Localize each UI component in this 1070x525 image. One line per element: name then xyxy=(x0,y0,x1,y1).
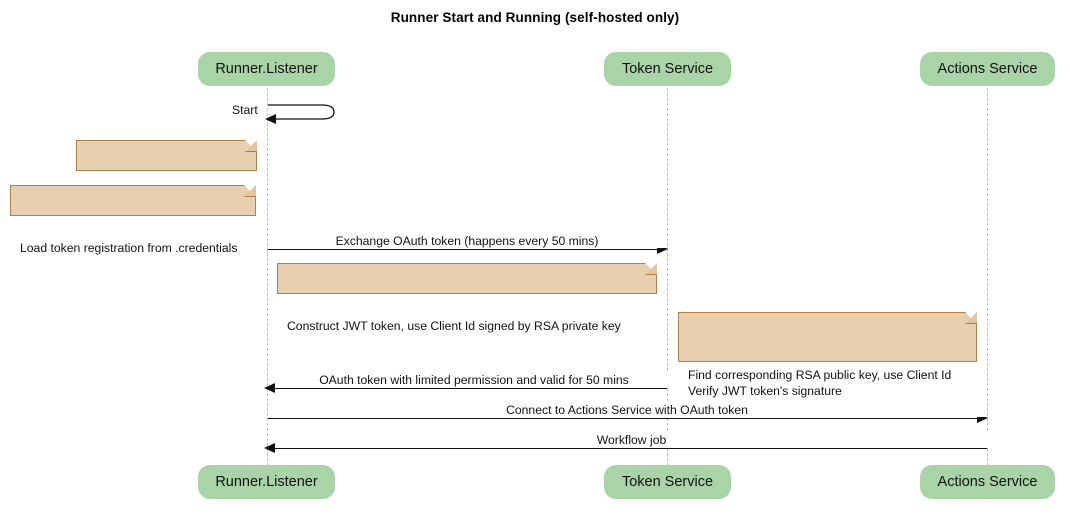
participant-runner-listener-bottom[interactable]: Runner.Listener xyxy=(198,465,335,499)
note-text: Construct JWT token, use Client Id signe… xyxy=(287,319,621,333)
participant-label: Runner.Listener xyxy=(215,61,318,77)
note-load-token-registration: Load token registration from .credential… xyxy=(10,185,256,255)
participant-actions-service-top[interactable]: Actions Service xyxy=(920,52,1055,86)
arrow-head-connect-actions-service xyxy=(977,413,988,423)
participant-runner-listener-top[interactable]: Runner.Listener xyxy=(198,52,335,86)
participant-actions-service-bottom[interactable]: Actions Service xyxy=(920,465,1055,499)
message-line-oauth-token-response xyxy=(275,388,667,389)
lifeline-actions xyxy=(987,88,988,466)
message-label-connect-actions-service: Connect to Actions Service with OAuth to… xyxy=(268,403,986,417)
message-label-exchange-oauth-token: Exchange OAuth token (happens every 50 m… xyxy=(268,234,666,248)
participant-label: Actions Service xyxy=(937,474,1038,490)
participant-label: Token Service xyxy=(621,61,714,77)
note-text: Find corresponding RSA public key, use C… xyxy=(688,368,952,398)
note-text: Load token registration from .credential… xyxy=(20,241,238,255)
participant-label: Actions Service xyxy=(937,61,1038,77)
lifeline-runner xyxy=(267,88,268,466)
arrow-head-oauth-token-response xyxy=(264,383,275,393)
message-line-connect-actions-service xyxy=(268,418,980,419)
note-load-config: Load config info from .runner xyxy=(76,140,257,210)
message-line-workflow-job xyxy=(275,448,987,449)
note-verify-jwt-token: Find corresponding RSA public key, use C… xyxy=(678,312,977,398)
participant-label: Token Service xyxy=(621,474,714,490)
message-label-start: Start xyxy=(229,103,261,117)
participant-token-service-bottom[interactable]: Token Service xyxy=(604,465,731,499)
lifeline-token xyxy=(667,88,668,466)
message-label-oauth-token-response: OAuth token with limited permission and … xyxy=(275,373,673,387)
message-label-workflow-job: Workflow job xyxy=(275,433,988,447)
message-line-exchange-oauth-token xyxy=(268,249,660,250)
note-construct-jwt-token: Construct JWT token, use Client Id signe… xyxy=(277,263,657,333)
self-message-start-arrow xyxy=(265,104,335,124)
page-title: Runner Start and Running (self-hosted on… xyxy=(390,10,680,25)
participant-token-service-top[interactable]: Token Service xyxy=(604,52,731,86)
arrow-head-exchange-oauth-token xyxy=(657,244,668,254)
participant-label: Runner.Listener xyxy=(215,474,318,490)
arrow-head-workflow-job xyxy=(264,443,275,453)
